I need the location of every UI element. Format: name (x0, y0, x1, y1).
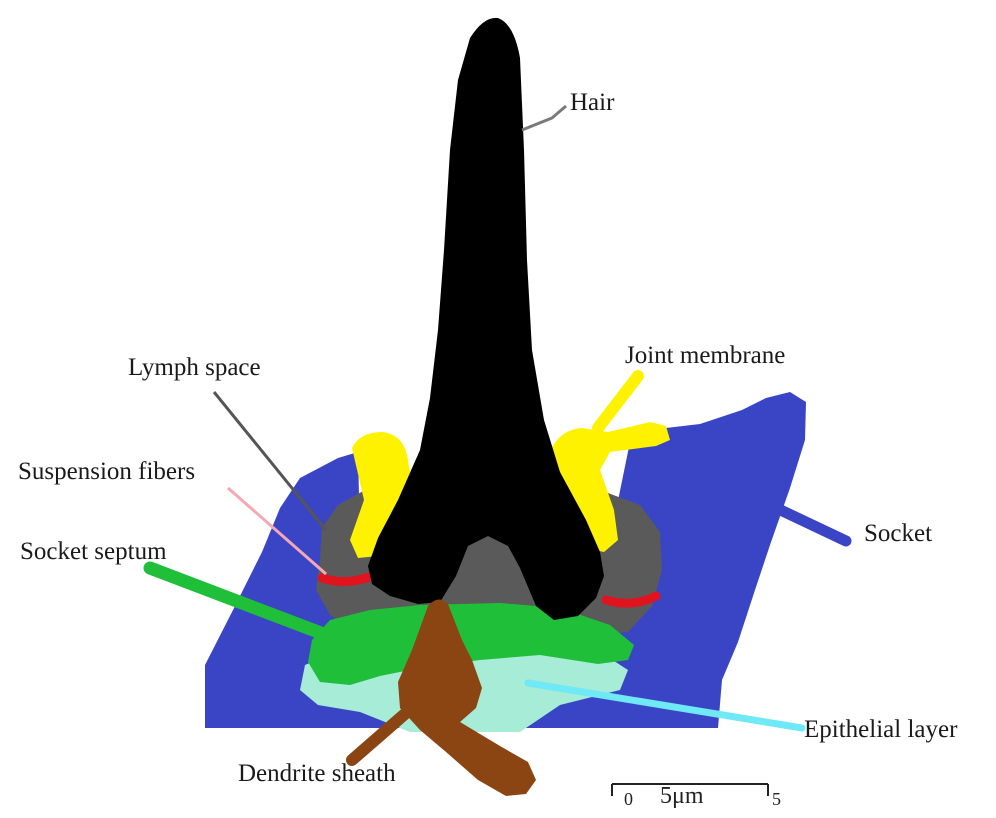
scale-bar-label: 5μm (660, 784, 704, 808)
label-epithelial-layer: Epithelial layer (804, 717, 957, 742)
socket-leader (770, 505, 846, 541)
label-hair: Hair (570, 90, 614, 115)
scale-bar-left-label: 0 (624, 790, 633, 808)
label-socket-septum: Socket septum (20, 539, 167, 564)
lymph-space-leader (214, 392, 326, 530)
hair-leader (522, 106, 566, 130)
label-socket: Socket (864, 521, 932, 546)
label-joint-membrane: Joint membrane (625, 343, 785, 368)
label-suspension-fibers: Suspension fibers (18, 459, 195, 484)
label-lymph-space: Lymph space (128, 355, 261, 380)
label-dendrite-sheath: Dendrite sheath (238, 761, 396, 786)
scale-bar-right-label: 5 (772, 790, 781, 808)
hair-shape (368, 18, 604, 620)
joint-membrane-stalk (598, 376, 638, 428)
